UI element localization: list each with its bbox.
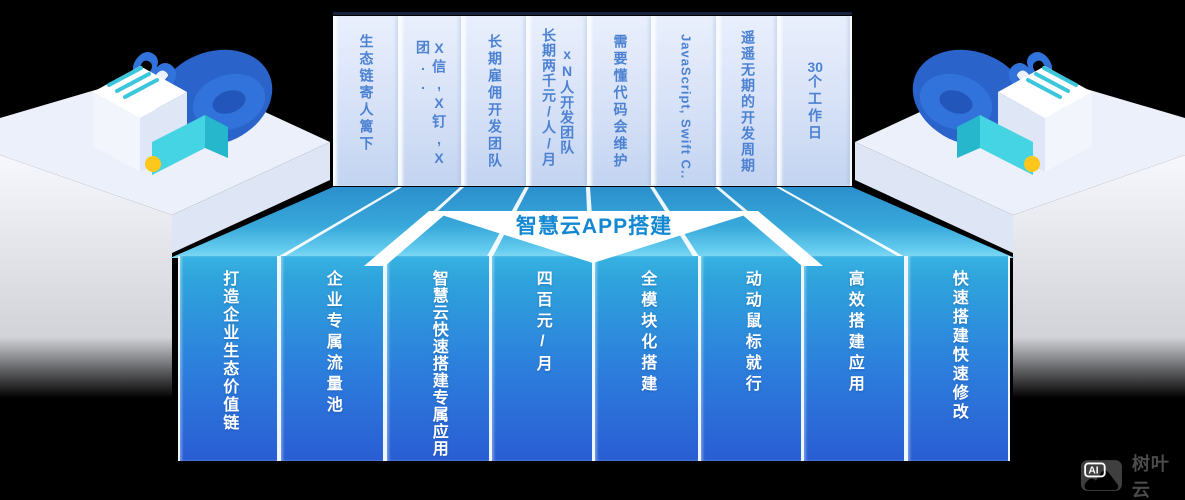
benefit-column: 企业专属流量池	[281, 256, 383, 461]
panel-label: xN人开发团队	[559, 46, 576, 155]
watermark: AI 树叶云	[1080, 450, 1185, 500]
drawback-panels: 生态链寄人篱下 X信,X钉,X团.. 长期雇佣开发团队 长期两千元/人/月 xN…	[333, 16, 852, 186]
benefit-label: 四百元/月	[533, 270, 551, 376]
drawback-panel: 需要懂代码会维护	[590, 16, 651, 186]
drawback-panel: 遥遥无期的开发周期	[719, 16, 777, 186]
benefit-columns: 打造企业生态价值链 企业专属流量池 智慧云快速搭建专属应用 四百元/月 全模块化…	[178, 256, 1010, 461]
drawback-panel: 长期两千元/人/月 xN人开发团队	[529, 16, 587, 186]
benefit-label: 企业专属流量池	[323, 270, 341, 417]
panel-number: 30	[807, 60, 823, 74]
panel-label: 长期雇佣开发团队	[487, 34, 504, 170]
panel-label: JavaScript, Swift C..	[678, 34, 694, 180]
benefit-column: 智慧云快速搭建专属应用	[387, 256, 489, 461]
benefit-label: 动动鼠标就行	[742, 270, 760, 396]
panel-label: 遥遥无期的开发周期	[740, 30, 757, 174]
banner-title: 智慧云APP搭建	[515, 215, 673, 238]
benefit-column: 动动鼠标就行	[701, 256, 801, 461]
benefit-label: 智慧云快速搭建专属应用	[429, 270, 447, 457]
panel-label: 生态链寄人篱下	[358, 34, 375, 153]
drawback-panel: JavaScript, Swift C..	[654, 16, 716, 186]
panel-label: 需要懂代码会维护	[612, 34, 629, 170]
panel-label: X信,X钉,X团..	[415, 40, 448, 169]
drawback-panel: 30个工作日	[780, 16, 850, 186]
watermark-logo-icon: AI	[1080, 460, 1122, 491]
panel-label: 30个工作日	[807, 60, 823, 186]
panel-label: 长期两千元/人/月	[541, 28, 557, 167]
drawback-panel: X信,X钉,X团..	[401, 16, 461, 186]
panel-label-rest: 个工作日	[807, 74, 824, 142]
drawback-panel: 长期雇佣开发团队	[464, 16, 526, 186]
watermark-brand-text: 树叶云	[1131, 454, 1170, 500]
benefit-column: 快速搭建快速修改	[908, 256, 1008, 461]
benefit-column: 四百元/月	[492, 256, 592, 461]
benefit-label: 快速搭建快速修改	[949, 270, 967, 422]
benefit-label: 全模块化搭建	[638, 270, 656, 396]
benefit-column: 打造企业生态价值链	[180, 256, 277, 461]
drawback-panel: 生态链寄人篱下	[335, 16, 398, 186]
benefit-column: 高效搭建应用	[804, 256, 904, 461]
benefit-column: 全模块化搭建	[595, 256, 698, 461]
svg-text:AI: AI	[1088, 466, 1098, 477]
panel-top-edge	[333, 12, 852, 15]
benefit-label: 高效搭建应用	[845, 270, 863, 396]
benefit-label: 打造企业生态价值链	[220, 270, 238, 432]
